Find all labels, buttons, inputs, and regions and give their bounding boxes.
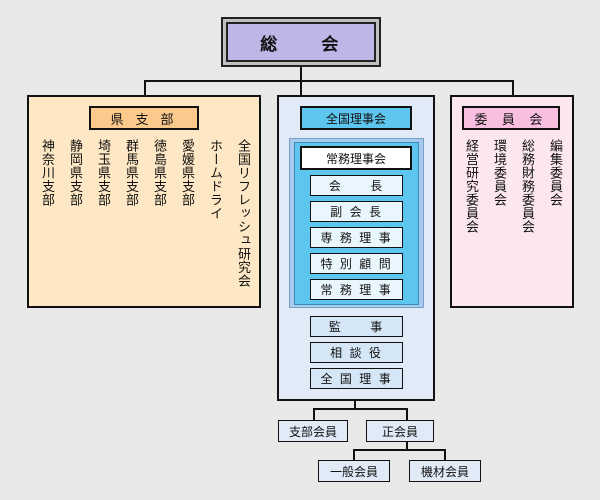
connector-national-drop: [300, 80, 302, 95]
connector-top-horizontal: [144, 80, 513, 82]
connector-branch-member-drop: [313, 408, 315, 420]
connector-sub-horizontal: [353, 449, 445, 451]
committee-header: 委 員 会: [462, 106, 560, 130]
position-special-advisor: 特 別 顧 問: [310, 253, 403, 274]
connector-national-bottom: [354, 401, 356, 409]
committee-panel: [450, 95, 574, 308]
branch-item: 埼玉県支部: [95, 139, 110, 207]
branch-header: 県 支 部: [89, 106, 199, 130]
position-national-director: 全 国 理 事: [310, 368, 403, 389]
position-counselor: 相 談 役: [310, 342, 403, 363]
general-assembly-label: 総 会: [226, 22, 376, 62]
connector-regular-bottom: [406, 442, 408, 450]
committee-item: 環境委員会: [491, 139, 506, 207]
general-member-box: 一般会員: [318, 460, 390, 482]
branch-item: 神奈川支部: [39, 139, 54, 207]
branch-panel: [27, 95, 261, 308]
connector-branch-drop: [144, 80, 146, 95]
position-president: 会 長: [310, 175, 403, 196]
committee-item: 経営研究委員会: [463, 139, 478, 234]
executive-board-header: 常務理事会: [300, 146, 412, 170]
branch-item: 静岡県支部: [67, 139, 82, 207]
branch-item: ホームドライ: [207, 139, 222, 220]
connector-regular-member-drop: [406, 408, 408, 420]
national-board-header: 全国理事会: [300, 106, 412, 130]
equipment-member-box: 機材会員: [409, 460, 481, 482]
connector-general-drop: [353, 449, 355, 460]
connector-title-down: [300, 67, 302, 81]
branch-item: 徳島県支部: [151, 139, 166, 207]
branch-item: 愛媛県支部: [179, 139, 194, 207]
connector-committee-drop: [512, 80, 514, 95]
committee-item: 総務財務委員会: [519, 139, 534, 234]
branch-member-box: 支部会員: [278, 420, 348, 442]
position-auditor: 監 事: [310, 316, 403, 337]
connector-members-horizontal: [313, 408, 407, 410]
committee-item: 編集委員会: [547, 139, 562, 207]
connector-equipment-drop: [444, 449, 446, 460]
branch-item: 全国リフレッシュ研究会: [235, 139, 250, 288]
position-senior-director: 専 務 理 事: [310, 227, 403, 248]
regular-member-box: 正会員: [366, 420, 434, 442]
general-assembly-box: 総 会: [221, 17, 381, 67]
position-managing-director: 常 務 理 事: [310, 279, 403, 300]
position-vice-president: 副 会 長: [310, 201, 403, 222]
branch-item: 群馬県支部: [123, 139, 138, 207]
